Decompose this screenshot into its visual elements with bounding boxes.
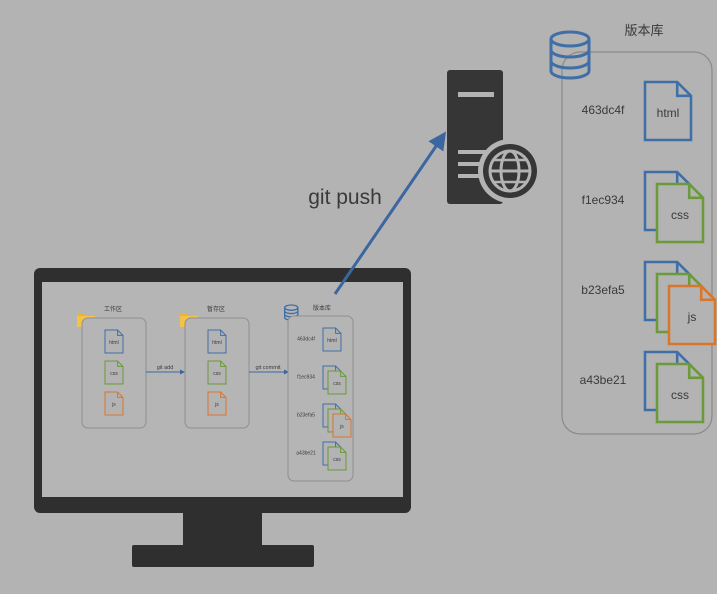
file-label: js — [214, 402, 219, 408]
local-repo-panel — [287, 315, 354, 482]
commit-hash: a43be21 — [580, 373, 627, 387]
file-label: css — [671, 208, 689, 222]
database-icon — [549, 30, 591, 80]
document-icon: js — [332, 413, 352, 438]
file-label: html — [212, 340, 221, 346]
document-icon: html — [322, 327, 342, 352]
remote-repo-title: 版本库 — [624, 23, 663, 38]
commit-row: f1ec934 css — [297, 365, 347, 395]
commit-hash: b23efa5 — [297, 413, 315, 419]
commit-row: a43be21 css — [580, 350, 705, 424]
commit-row: a43be21 css — [296, 441, 347, 471]
commit-hash: 463dc4f — [582, 103, 625, 117]
file-label: css — [671, 388, 689, 402]
document-icon: html — [643, 80, 693, 142]
document-icon: js — [207, 391, 227, 416]
document-icon: css — [104, 360, 124, 385]
commit-row: 463dc4f html — [582, 80, 693, 142]
file-label: css — [333, 381, 341, 387]
document-icon: css — [207, 360, 227, 385]
workspace-title: 工作区 — [104, 305, 122, 313]
file-label: js — [687, 310, 697, 324]
document-icon: js — [104, 391, 124, 416]
staging-section: 暂存区 html css js — [180, 305, 250, 429]
workspace-section: 工作区 html css js — [77, 305, 147, 429]
document-icon: css — [327, 370, 347, 395]
git-commit-label: git commit — [255, 365, 281, 371]
document-icon: css — [655, 182, 705, 244]
document-icon: html — [104, 329, 124, 354]
globe-icon — [478, 139, 542, 203]
commit-row: b23efa5 js — [581, 260, 717, 346]
commit-hash: f1ec934 — [582, 193, 625, 207]
git-add-label: git add — [157, 365, 174, 371]
file-label: css — [110, 371, 118, 377]
file-label: css — [333, 457, 341, 463]
commit-row: b23efa5 js — [297, 403, 352, 438]
document-icon: js — [667, 284, 717, 346]
commit-row: f1ec934 css — [582, 170, 705, 244]
file-label: html — [327, 338, 336, 344]
document-icon: css — [327, 446, 347, 471]
git-add-arrow: git add — [146, 365, 185, 375]
staging-title: 暂存区 — [207, 305, 225, 313]
commit-hash: 463dc4f — [297, 337, 315, 343]
git-push-arrow — [333, 131, 447, 295]
file-label: html — [657, 106, 680, 120]
commit-hash: f1ec934 — [297, 375, 315, 381]
git-push-label: git push — [308, 186, 382, 209]
local-repo-title: 版本库 — [313, 304, 331, 312]
file-label: css — [213, 371, 221, 377]
commit-row: 463dc4f html — [297, 327, 342, 352]
git-commit-arrow: git commit — [249, 365, 289, 375]
commit-hash: b23efa5 — [581, 283, 625, 297]
local-repo-section: 版本库 463dc4f html f1ec934 css b23efa5 js a43be2… — [284, 304, 354, 482]
document-icon: css — [655, 362, 705, 424]
file-label: js — [111, 402, 116, 408]
commit-hash: a43be21 — [296, 451, 316, 457]
document-icon: html — [207, 329, 227, 354]
file-label: js — [339, 424, 344, 430]
file-label: html — [109, 340, 118, 346]
